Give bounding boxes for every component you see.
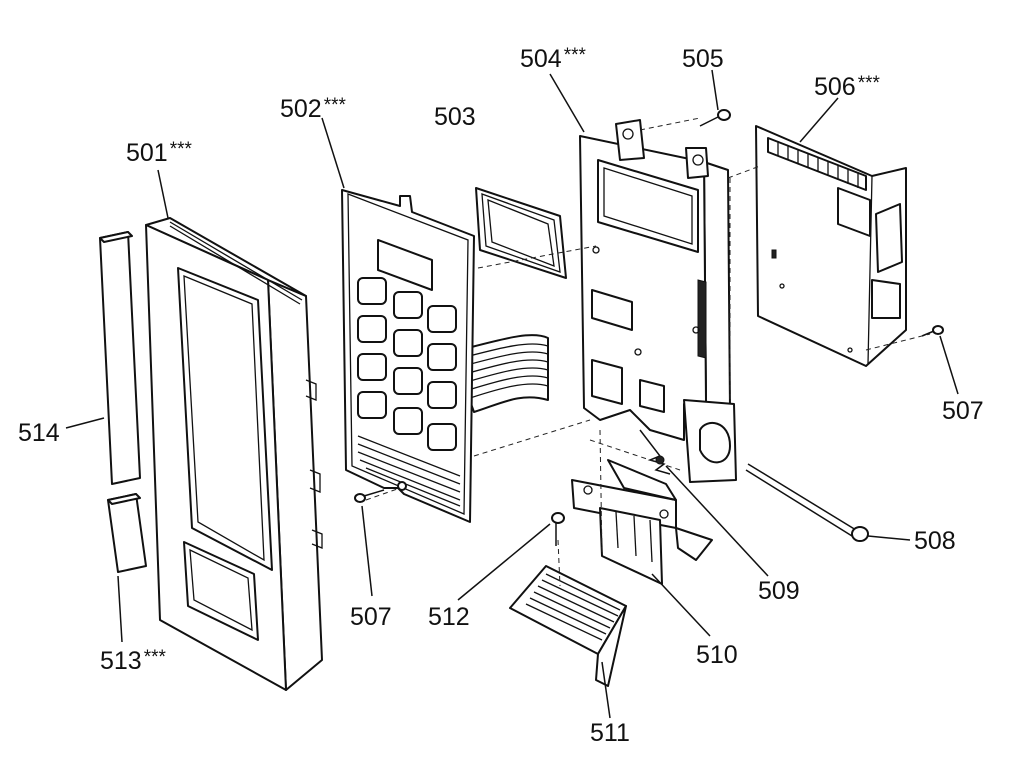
part-504-control-bracket bbox=[579, 119, 737, 483]
callout-504: 504*** bbox=[520, 46, 586, 72]
callout-number: 506 bbox=[814, 73, 856, 101]
part-507-screw-left bbox=[354, 489, 385, 503]
callout-509: 509 bbox=[758, 578, 802, 604]
callout-502: 502*** bbox=[280, 96, 346, 122]
callout-number: 507 bbox=[350, 603, 392, 631]
callout-501: 501*** bbox=[126, 140, 192, 166]
callout-507-right: 507 bbox=[942, 398, 986, 424]
part-512-screw bbox=[551, 512, 565, 546]
callout-number: 508 bbox=[914, 527, 956, 555]
callout-508: 508 bbox=[914, 528, 958, 554]
callout-number: 503 bbox=[434, 103, 476, 131]
callout-number: 505 bbox=[682, 45, 724, 73]
part-510-latch-bracket bbox=[571, 459, 713, 585]
part-511-latch-cover bbox=[509, 565, 627, 687]
callout-505: 505 bbox=[682, 46, 726, 72]
assembly-lines bbox=[365, 117, 931, 587]
callout-number: 504 bbox=[520, 45, 562, 73]
part-508-switch-rod bbox=[745, 463, 869, 542]
callout-511: 511 bbox=[590, 720, 632, 746]
callout-503: 503 bbox=[434, 104, 478, 130]
callout-513: 513*** bbox=[100, 648, 166, 674]
callout-507-left: 507 bbox=[350, 604, 394, 630]
part-507-screw-right bbox=[921, 325, 944, 337]
callout-512: 512 bbox=[428, 604, 472, 630]
callout-510: 510 bbox=[696, 642, 740, 668]
callout-514: 514 bbox=[18, 420, 62, 446]
leader-lines bbox=[65, 69, 959, 719]
part-509-spring bbox=[639, 429, 671, 475]
callout-number: 501 bbox=[126, 139, 168, 167]
callout-number: 507 bbox=[942, 397, 984, 425]
callout-number: 513 bbox=[100, 647, 142, 675]
part-502-membrane-keypad bbox=[341, 189, 549, 523]
part-503-window-gasket bbox=[475, 187, 567, 279]
callout-number: 511 bbox=[590, 719, 630, 747]
callout-number: 514 bbox=[18, 419, 60, 447]
callout-506: 506*** bbox=[814, 74, 880, 100]
part-514-window-strip bbox=[99, 231, 141, 485]
callout-mark: *** bbox=[143, 647, 166, 668]
part-506-circuit-board bbox=[755, 125, 907, 367]
callout-mark: *** bbox=[563, 45, 586, 66]
part-505-screw bbox=[699, 109, 731, 127]
part-513-trim-piece bbox=[107, 493, 147, 573]
part-501-control-panel-frame bbox=[145, 217, 323, 691]
callout-mark: *** bbox=[857, 73, 880, 94]
callout-number: 509 bbox=[758, 577, 800, 605]
callout-number: 512 bbox=[428, 603, 470, 631]
callout-number: 502 bbox=[280, 95, 322, 123]
callout-mark: *** bbox=[169, 139, 192, 160]
callout-mark: *** bbox=[323, 95, 346, 116]
callout-number: 510 bbox=[696, 641, 738, 669]
